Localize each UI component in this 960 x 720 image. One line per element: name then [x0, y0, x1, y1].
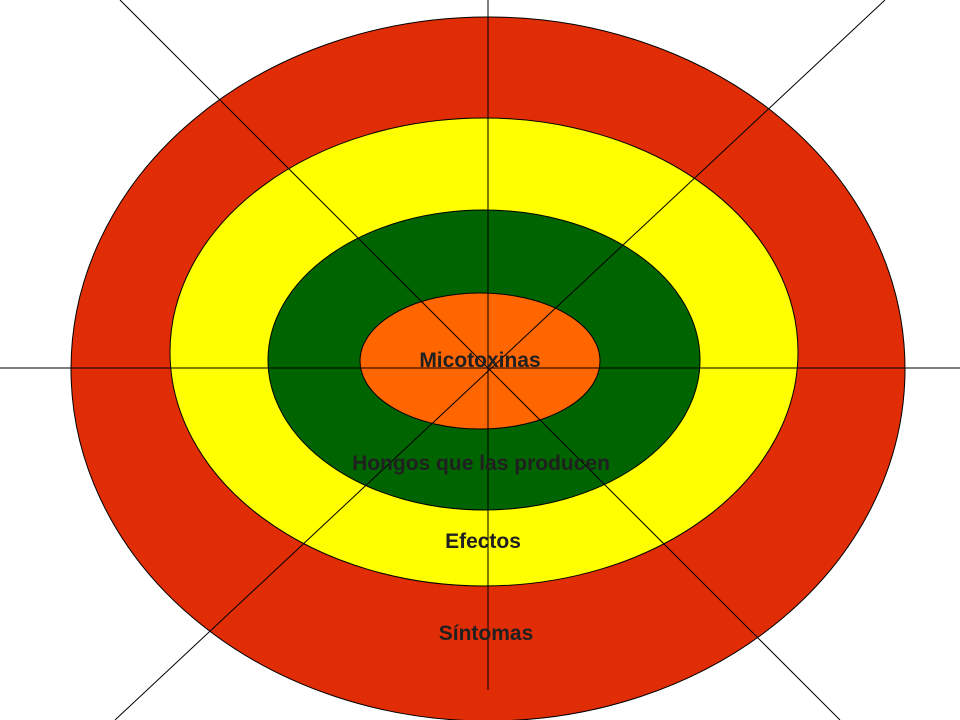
diagonal-line-ne-sw — [114, 0, 886, 720]
label-micotoxinas: Micotoxinas — [419, 349, 540, 372]
label-sintomas: Síntomas — [439, 622, 534, 645]
label-efectos: Efectos — [445, 530, 521, 553]
ring-micotoxinas — [359, 292, 601, 430]
diagonal-line-nw-se — [119, 0, 841, 720]
label-hongos: Hongos que las producen — [352, 452, 610, 475]
